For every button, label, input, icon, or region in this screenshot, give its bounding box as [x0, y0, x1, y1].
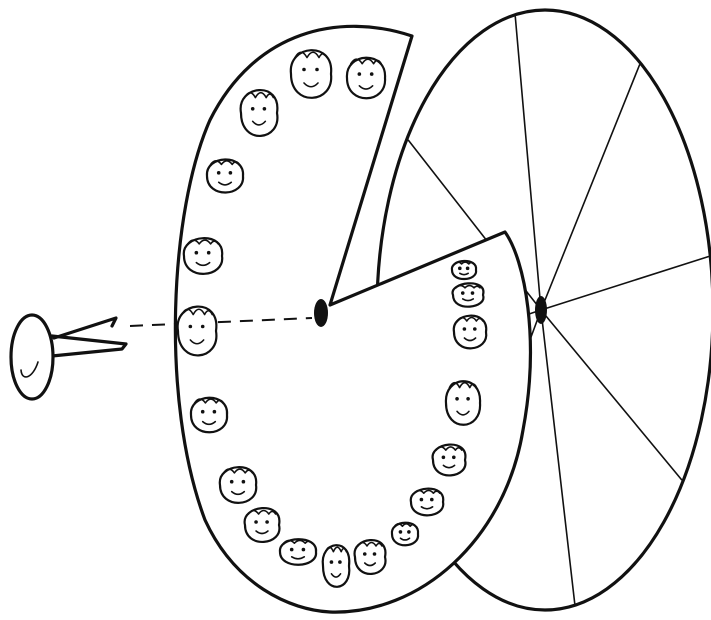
face-doodle	[207, 159, 243, 192]
face-doodle	[191, 398, 227, 433]
back-disc-spoke	[541, 65, 640, 310]
front-disc-hub	[314, 299, 328, 327]
face-doodle	[454, 316, 486, 349]
pin-icon	[11, 315, 126, 399]
back-disc-spoke	[541, 257, 708, 310]
back-disc-hub	[535, 296, 547, 324]
face-doodle	[347, 58, 385, 99]
face-doodle	[446, 381, 480, 425]
face-doodle	[291, 50, 331, 98]
face-doodle	[323, 545, 350, 587]
back-disc-spoke	[541, 310, 575, 603]
face-doodle	[411, 489, 443, 516]
back-disc-spoke	[541, 310, 682, 480]
face-doodle	[280, 539, 316, 565]
face-doodle	[433, 445, 466, 476]
face-doodle	[355, 540, 386, 574]
face-doodle	[220, 467, 256, 503]
face-doodle	[184, 238, 222, 274]
face-doodle	[245, 508, 280, 542]
face-doodle	[392, 523, 418, 546]
face-doodle	[453, 283, 484, 306]
face-doodle	[241, 90, 278, 136]
face-doodle	[178, 307, 217, 356]
face-doodle	[452, 261, 476, 279]
